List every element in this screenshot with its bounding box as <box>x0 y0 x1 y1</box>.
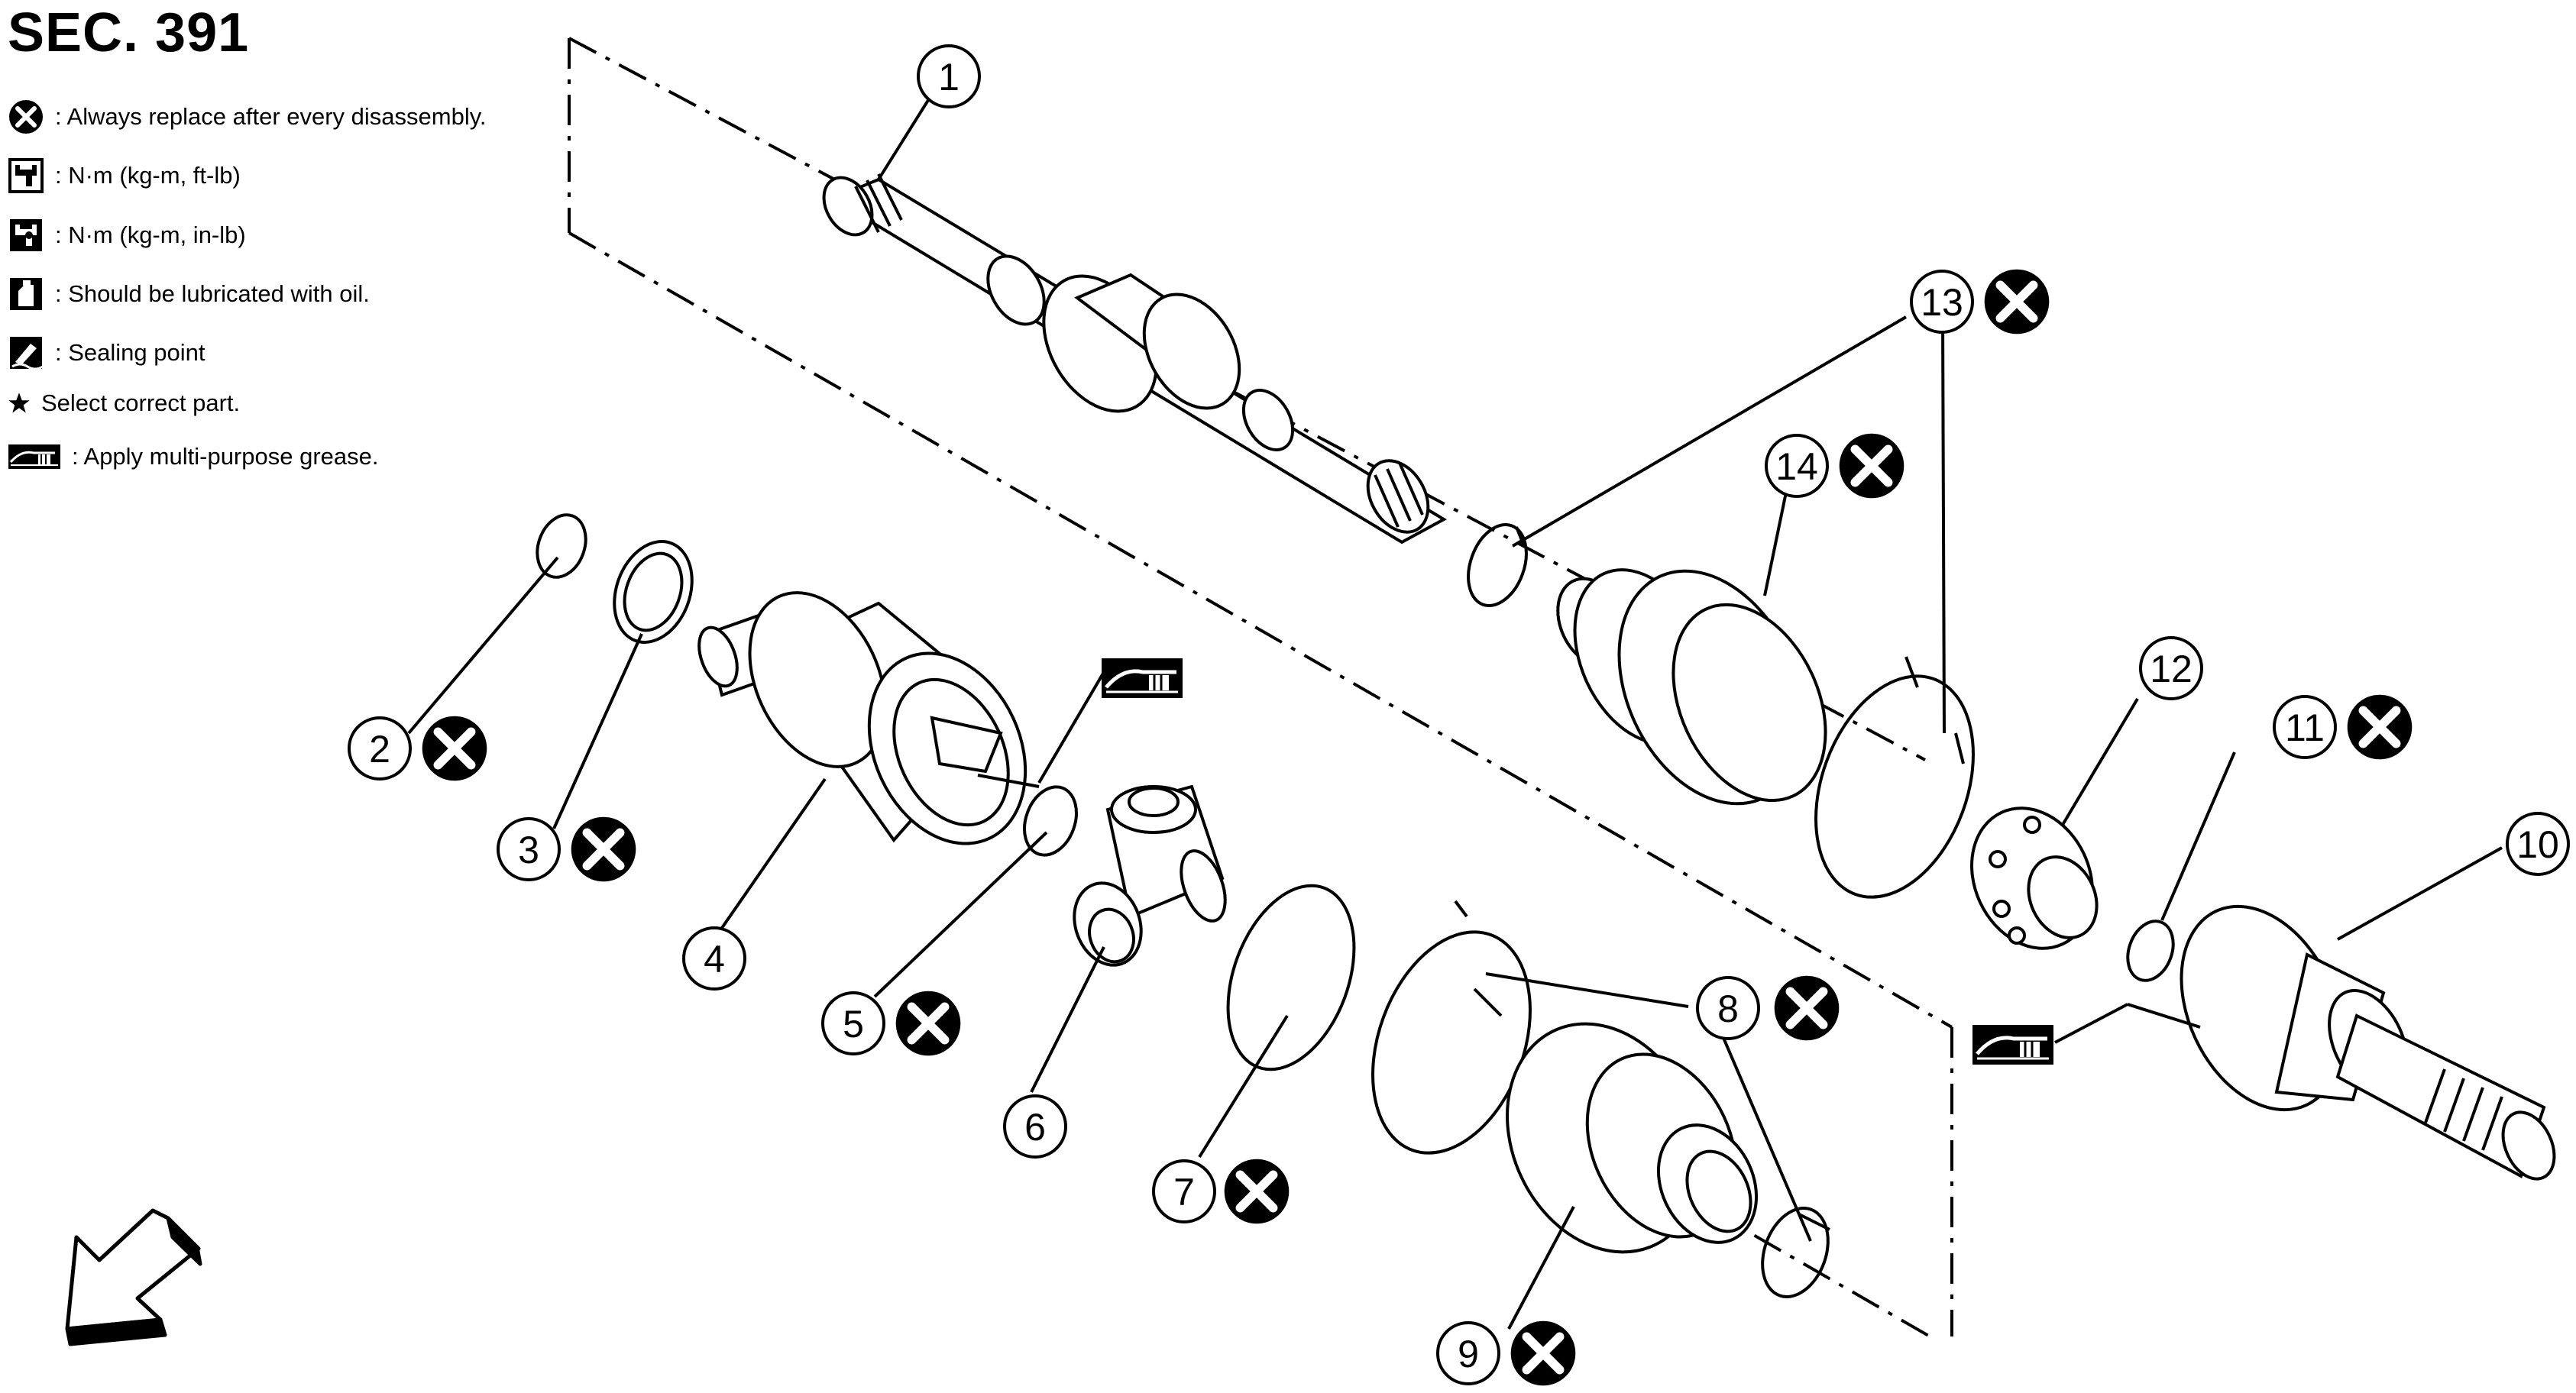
grease-icon <box>8 444 61 470</box>
callout-7-number: 7 <box>1173 1171 1195 1214</box>
callout-2: 2 <box>348 716 487 781</box>
torque-wrench-filled-icon <box>8 217 44 254</box>
callout-11-number: 11 <box>2285 706 2325 749</box>
replace-x-icon <box>2348 695 2413 760</box>
legend-torque-inlb: : N·m (kg-m, in-lb) <box>8 214 246 257</box>
legend-torque-ftlb: : N·m (kg-m, ft-lb) <box>8 154 241 197</box>
part-14-boot-wheel-side <box>1556 568 1827 806</box>
replace-x-icon <box>896 991 961 1056</box>
callout-6-number: 6 <box>1024 1106 1046 1149</box>
spline-rings-right <box>1374 462 1424 528</box>
callout-8-number: 8 <box>1717 987 1739 1030</box>
callout-8: 8 <box>1696 976 1840 1041</box>
replace-x-icon <box>1775 976 1840 1041</box>
part-2-plug <box>536 513 587 579</box>
page-title: SEC. 391 <box>8 2 250 63</box>
legend-sealing-text: : Sealing point <box>55 339 205 366</box>
part-13-boot-band-large <box>1814 656 1975 899</box>
callout-13-number: 13 <box>1921 281 1963 324</box>
callout-9-number: 9 <box>1458 1333 1479 1375</box>
star-icon <box>8 392 31 415</box>
front-arrow-icon <box>65 1208 202 1346</box>
callout-9: 9 <box>1436 1321 1576 1386</box>
callout-1: 1 <box>917 44 981 108</box>
part-9-boot-housing-side <box>1506 1022 1759 1254</box>
callout-3: 3 <box>497 817 636 882</box>
callout-11: 11 <box>2273 695 2413 760</box>
callout-10: 10 <box>2506 812 2570 876</box>
torque-wrench-icon <box>8 157 44 194</box>
part-1-drive-shaft <box>822 173 1448 545</box>
part-10-outer-joint <box>2180 904 2556 1181</box>
outer-joint-splines <box>2424 1068 2503 1151</box>
part-7-snap-ring <box>1226 884 1356 1071</box>
leader-lines <box>407 90 2503 1330</box>
legend-sealing: : Sealing point <box>8 331 205 374</box>
part-13-boot-band-small <box>1467 522 1528 608</box>
legend-torque-ftlb-text: : N·m (kg-m, ft-lb) <box>55 162 241 189</box>
x-circle-icon <box>8 99 44 135</box>
replace-x-icon <box>1985 270 2050 335</box>
callout-10-number: 10 <box>2516 823 2559 866</box>
legend-replace: : Always replace after every disassembly… <box>8 95 487 138</box>
replace-x-icon <box>1225 1159 1290 1224</box>
replace-x-icon <box>571 817 636 882</box>
callout-14-number: 14 <box>1775 445 1818 488</box>
callout-4-number: 4 <box>704 938 725 981</box>
callout-12-number: 12 <box>2150 648 2193 690</box>
grease-symbol-slide-joint <box>1102 658 1183 698</box>
callout-12: 12 <box>2139 636 2203 700</box>
spline-rings-left <box>854 173 903 233</box>
oil-can-icon <box>8 276 44 312</box>
callout-14: 14 <box>1765 434 1904 499</box>
replace-x-icon <box>1511 1321 1576 1386</box>
legend-replace-text: : Always replace after every disassembly… <box>55 103 487 130</box>
callout-7: 7 <box>1152 1159 1290 1224</box>
legend-select: Select correct part. <box>8 382 240 425</box>
callout-3-number: 3 <box>518 829 539 871</box>
legend-grease: : Apply multi-purpose grease. <box>8 435 379 478</box>
part-3-dust-shield <box>613 540 694 644</box>
grease-symbol-outer-joint <box>1972 1025 2053 1065</box>
legend-select-text: Select correct part. <box>41 389 241 416</box>
callout-2-number: 2 <box>369 728 390 771</box>
callout-5-number: 5 <box>843 1003 864 1046</box>
callout-6: 6 <box>1003 1094 1067 1159</box>
legend-lubricate: : Should be lubricated with oil. <box>8 273 370 315</box>
sealant-icon <box>8 335 44 371</box>
replace-x-icon <box>1840 434 1904 499</box>
part-5-snap-ring <box>1023 785 1078 857</box>
callout-13: 13 <box>1910 270 2050 335</box>
replace-x-icon <box>422 716 487 781</box>
callout-4: 4 <box>682 926 746 991</box>
callout-1-number: 1 <box>938 56 960 99</box>
part-4-slide-joint-housing <box>697 591 1027 845</box>
legend-grease-text: : Apply multi-purpose grease. <box>72 443 379 470</box>
part-11-plug <box>2126 920 2175 982</box>
callout-5: 5 <box>821 991 961 1056</box>
part-8-boot-band-small <box>1761 1206 1830 1299</box>
part-6-spider-assembly <box>1073 784 1227 967</box>
part-12-ball-cage <box>1970 806 2099 950</box>
legend-lubricate-text: : Should be lubricated with oil. <box>55 280 370 307</box>
legend-torque-inlb-text: : N·m (kg-m, in-lb) <box>55 221 246 248</box>
